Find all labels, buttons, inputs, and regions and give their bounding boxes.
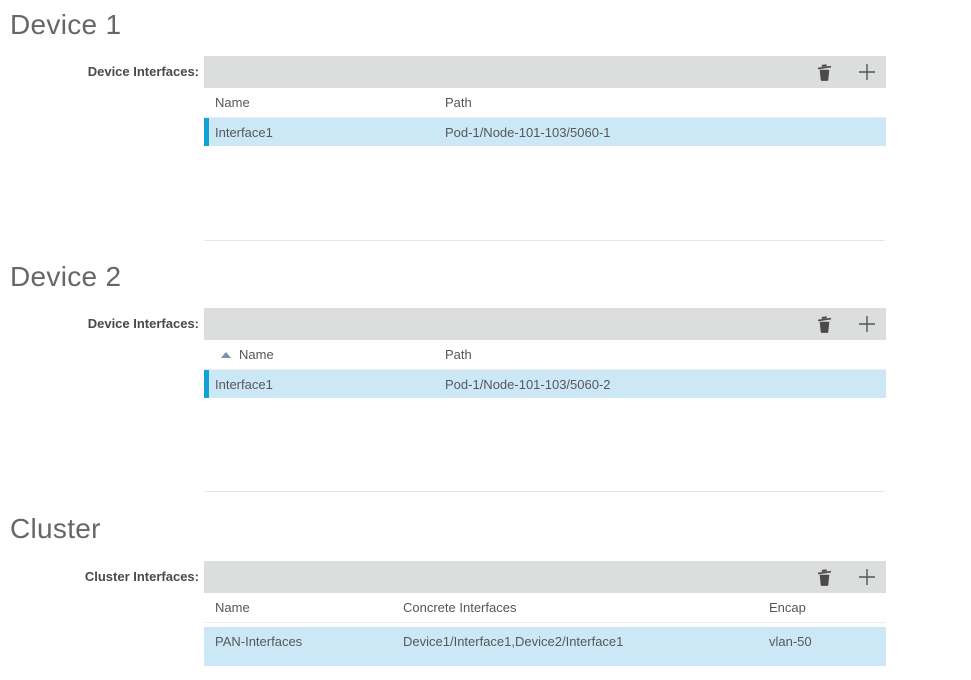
section-divider — [204, 240, 885, 241]
section-divider — [204, 491, 885, 492]
plus-icon — [859, 569, 875, 585]
device-interfaces-label: Device Interfaces: — [87, 316, 199, 331]
cluster-interfaces-label: Cluster Interfaces: — [84, 569, 199, 584]
trash-icon — [817, 568, 832, 586]
cell-interface-name: Interface1 — [215, 124, 273, 140]
section-title-device-2: Device 2 — [10, 261, 122, 292]
device-2-table-header: Name Path — [204, 340, 886, 370]
add-interface-button[interactable] — [858, 315, 876, 333]
table-row[interactable]: Interface1 Pod-1/Node-101-103/5060-2 — [204, 370, 886, 398]
device-2-interfaces-toolbar — [204, 308, 886, 340]
cell-interface-path: Pod-1/Node-101-103/5060-2 — [445, 376, 611, 392]
plus-icon — [859, 64, 875, 80]
cell-encap: vlan-50 — [769, 634, 812, 649]
cell-concrete-interfaces: Device1/Interface1,Device2/Interface1 — [403, 634, 624, 649]
column-header-path[interactable]: Path — [445, 95, 472, 110]
column-header-encap[interactable]: Encap — [769, 600, 806, 615]
trash-icon — [817, 63, 832, 81]
delete-interface-button[interactable] — [817, 568, 832, 586]
trash-icon — [817, 315, 832, 333]
cell-interface-path: Pod-1/Node-101-103/5060-1 — [445, 124, 611, 140]
device-1-table-header: Name Path — [204, 88, 886, 118]
column-header-path[interactable]: Path — [445, 347, 472, 362]
plus-icon — [859, 316, 875, 332]
add-interface-button[interactable] — [858, 63, 876, 81]
table-row[interactable]: Interface1 Pod-1/Node-101-103/5060-1 — [204, 118, 886, 146]
device-interfaces-label: Device Interfaces: — [87, 64, 199, 79]
delete-interface-button[interactable] — [817, 315, 832, 333]
cluster-interfaces-toolbar — [204, 561, 886, 593]
cell-interface-name: Interface1 — [215, 376, 273, 392]
column-header-name[interactable]: Name — [215, 95, 250, 110]
cluster-table-header: Name Concrete Interfaces Encap — [204, 593, 886, 623]
section-title-cluster: Cluster — [10, 513, 101, 544]
cell-cluster-interface-name: PAN-Interfaces — [215, 634, 303, 649]
table-row[interactable]: PAN-Interfaces Device1/Interface1,Device… — [204, 627, 886, 666]
delete-interface-button[interactable] — [817, 63, 832, 81]
section-title-device-1: Device 1 — [10, 9, 122, 40]
sort-ascending-icon — [221, 351, 231, 358]
column-header-name[interactable]: Name — [215, 600, 250, 615]
column-header-concrete-interfaces[interactable]: Concrete Interfaces — [403, 600, 517, 615]
column-header-name-sorted[interactable]: Name — [215, 347, 445, 362]
add-interface-button[interactable] — [858, 568, 876, 586]
device-1-interfaces-toolbar — [204, 56, 886, 88]
